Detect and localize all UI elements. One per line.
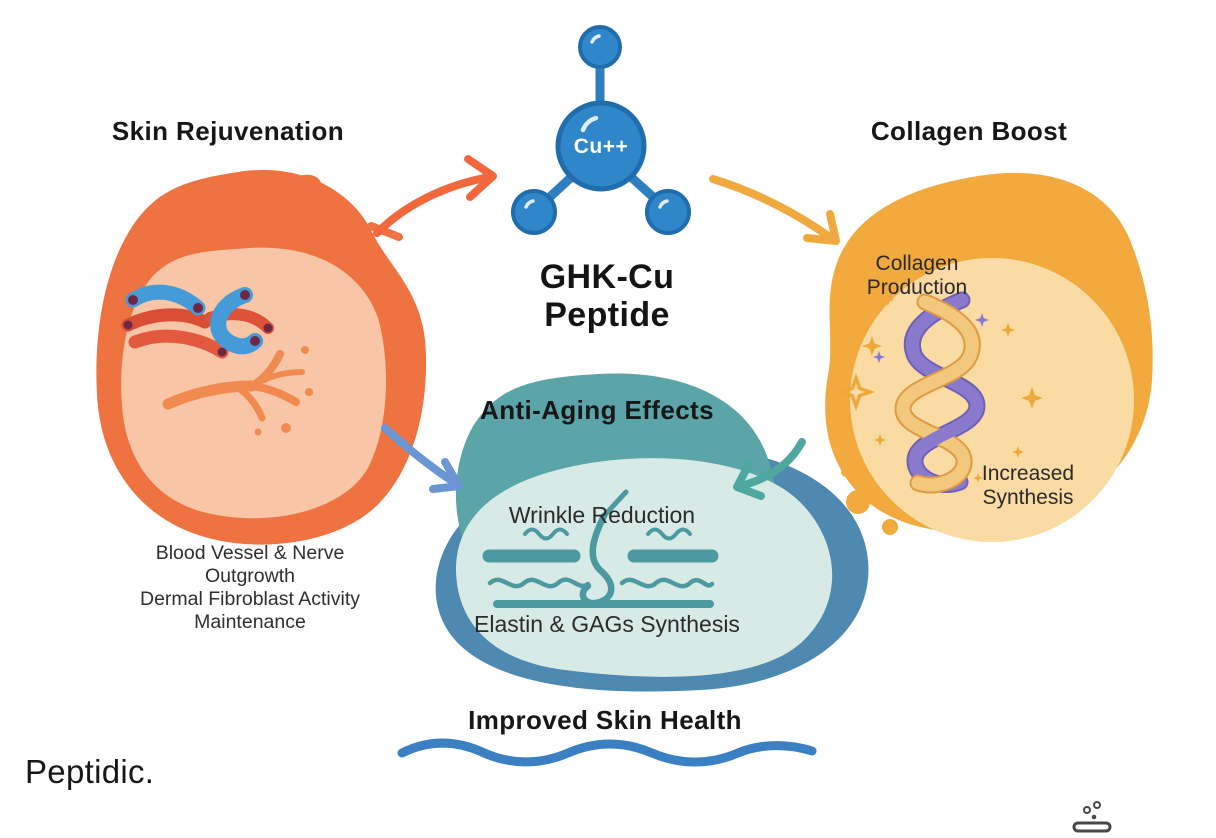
skin-blob-dash bbox=[367, 222, 403, 241]
molecule-graphic bbox=[511, 25, 691, 235]
brand-logo: Peptidic. bbox=[25, 753, 155, 790]
collagen-boost-title: Collagen Boost bbox=[870, 116, 1068, 146]
elastin-gags-label: Elastin & GAGs Synthesis bbox=[474, 611, 740, 637]
wrinkle-reduction-label: Wrinkle Reduction bbox=[508, 502, 696, 528]
molecule-name-line1: GHK-Cu bbox=[539, 258, 675, 296]
collagen-production-label: Collagen Production bbox=[866, 252, 968, 299]
arrow-collagen-to-antiaging bbox=[733, 438, 806, 500]
molecule-name-line2: Peptide bbox=[544, 296, 670, 334]
molecule-atoms bbox=[511, 25, 691, 235]
arrow-skin-to-antiaging bbox=[381, 424, 463, 493]
vessel-openings bbox=[123, 290, 273, 357]
collagen-boost-blob bbox=[825, 172, 1153, 542]
skin-rejuvenation-title: Skin Rejuvenation bbox=[111, 116, 345, 146]
skin-layer-illustration bbox=[482, 489, 719, 608]
anti-aging-blob bbox=[435, 373, 869, 692]
nerve-branch-illustration bbox=[162, 346, 313, 436]
blood-vessels-illustration bbox=[121, 284, 274, 359]
arrow-skin-to-molecule bbox=[373, 155, 497, 237]
footer-wave-underline bbox=[397, 738, 817, 767]
copper-ion-label: Cu++ bbox=[573, 135, 629, 158]
skin-rejuvenation-blob bbox=[96, 169, 427, 545]
atom-highlights bbox=[524, 34, 669, 209]
skin-rejuvenation-caption: Blood Vessel & Nerve Outgrowth Dermal Fi… bbox=[140, 542, 360, 633]
increased-synthesis-label: Increased Synthesis bbox=[981, 462, 1075, 509]
sprinkle-tray-icon bbox=[1072, 801, 1112, 833]
collagen-helix-illustration bbox=[894, 291, 986, 494]
sparkle-icons bbox=[836, 294, 1043, 483]
collagen-blob-dots bbox=[841, 467, 898, 535]
molecule-name: GHK-Cu Peptide bbox=[540, 258, 675, 334]
antiaging-blob-inner bbox=[455, 458, 833, 677]
anti-aging-title: Anti-Aging Effects bbox=[480, 395, 714, 425]
arrow-molecule-to-collagen bbox=[709, 175, 840, 245]
skin-blob-splatter-dots bbox=[288, 174, 339, 222]
improved-skin-health-headline: Improved Skin Health bbox=[468, 705, 742, 735]
